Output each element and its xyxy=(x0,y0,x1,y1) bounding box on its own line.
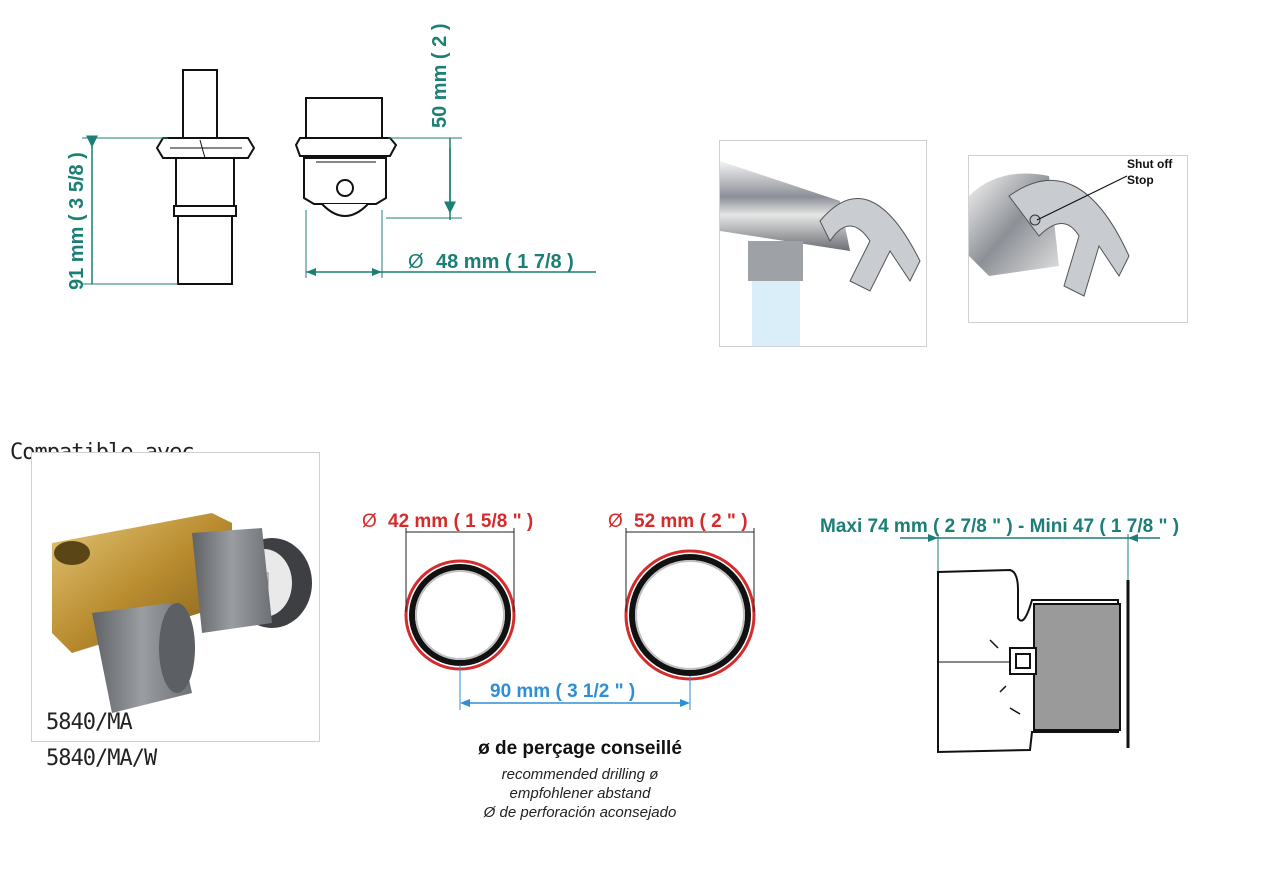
drilling-line-de: empfohlener abstand xyxy=(509,785,651,802)
drilling-line-es: Ø de perforación aconsejado xyxy=(483,804,677,821)
height-top-label: 50 mm ( 2 ) xyxy=(429,24,451,128)
drill-hole-large xyxy=(624,549,756,681)
drilling-title: ø de perçage conseillé xyxy=(478,738,682,759)
diameter-handle-label: 48 mm ( 1 7/8 ) xyxy=(436,251,574,273)
diameter-symbol: Ø xyxy=(408,251,424,273)
dimension-height-total xyxy=(82,135,178,285)
height-total-label: 91 mm ( 3 5/8 ) xyxy=(66,152,88,290)
shut-off-stop-photo: Shut off Stop xyxy=(968,155,1188,323)
depth-range-label: Maxi 74 mm ( 2 7/8 " ) - Mini 47 ( 1 7/8… xyxy=(820,516,1179,537)
dimension-hole-spacing xyxy=(459,665,691,710)
model-item-2: 5840/MA/W xyxy=(46,746,157,771)
dimension-height-top xyxy=(386,137,462,220)
shut-off-label: Shut off xyxy=(1127,157,1173,171)
hole-large-label: 52 mm ( 2 " ) xyxy=(634,511,748,532)
hole-spacing-label: 90 mm ( 3 1/2 " ) xyxy=(490,681,635,702)
hole-small-label: 42 mm ( 1 5/8 " ) xyxy=(388,511,533,532)
spindle-side-view xyxy=(155,69,256,285)
valve-section-drawing xyxy=(937,568,1130,754)
shower-holder-illustration xyxy=(720,161,921,346)
model-item-1: 5840/MA xyxy=(46,710,133,735)
shut-off-illustration: Shut off Stop xyxy=(969,157,1173,297)
diameter-symbol-small: Ø xyxy=(362,511,377,532)
stop-label: Stop xyxy=(1127,173,1154,187)
drilling-line-en: recommended drilling ø xyxy=(501,766,659,783)
diameter-symbol-large: Ø xyxy=(608,511,623,532)
depth-dimension-line xyxy=(900,534,1160,580)
drill-hole-small xyxy=(404,559,516,671)
valve-body-illustration xyxy=(52,513,312,713)
shower-holder-photo xyxy=(719,140,927,347)
dimension-diameter-handle xyxy=(305,210,596,278)
handle-front-view xyxy=(294,97,398,217)
valve-body-photo xyxy=(31,452,320,742)
